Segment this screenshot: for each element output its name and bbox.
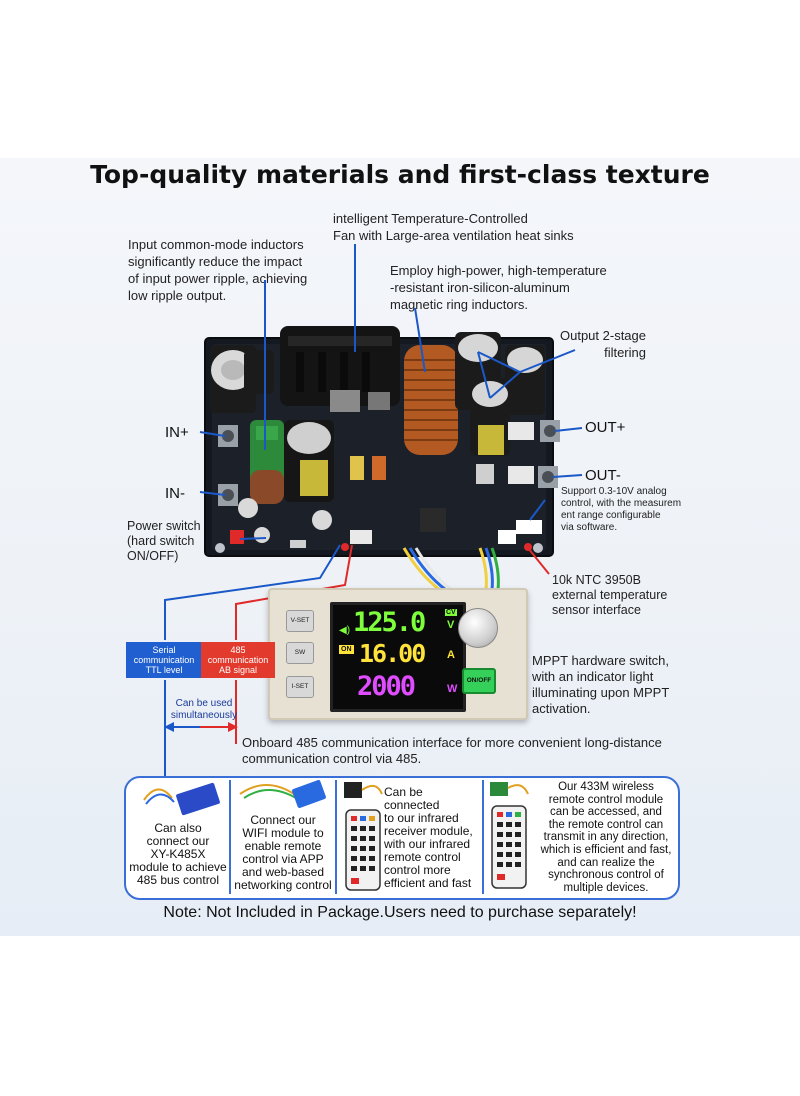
common-mode-inductor: [250, 420, 284, 504]
divider-1: [229, 780, 231, 894]
feature-ir-text: Can be connected to our infrared receive…: [384, 785, 473, 890]
inductor-callout: Input common-mode inductors significantl…: [128, 237, 308, 303]
ring-inductor-callout: Employ high-power, high-temperature -res…: [390, 263, 607, 312]
serial-ttl-badge: Serial communication TTL level: [126, 642, 202, 678]
cv-indicator: CV: [445, 609, 457, 616]
vset-button[interactable]: V-SET: [286, 610, 314, 632]
out-minus-label: OUT-: [585, 467, 621, 484]
footer-note: Note: Not Included in Package.Users need…: [163, 904, 637, 921]
page-title: Top-quality materials and first-class te…: [90, 160, 710, 189]
power-readout: 2000: [357, 671, 416, 702]
voltage-readout: 125.0: [353, 607, 426, 638]
voltage-unit: V: [447, 619, 455, 631]
terminal-blocks: [218, 420, 560, 506]
wireless-remote-icon: [490, 782, 529, 889]
on-indicator: ON: [339, 645, 354, 654]
controller-unit: V-SET SW I-SET ◀) ON 125.0 CV V 16.00 A …: [268, 588, 528, 720]
ir-remote-icon: [344, 782, 383, 891]
board-components: [230, 456, 542, 548]
ntc-port-marker: [524, 543, 532, 551]
divider-3: [482, 780, 484, 894]
in-minus-label: IN-: [165, 485, 185, 502]
ribbon-cable: [402, 547, 500, 592]
ntc-callout: 10k NTC 3950B external temperature senso…: [552, 573, 668, 617]
wifi-module-icon: [239, 780, 326, 808]
fan-callout: intelligent Temperature-Controlled Fan w…: [333, 211, 574, 243]
sw-button[interactable]: SW: [286, 642, 314, 664]
iset-button[interactable]: I-SET: [286, 676, 314, 698]
onboard-485-callout: Onboard 485 communication interface for …: [242, 735, 662, 766]
divider-2: [335, 780, 337, 894]
output-capacitors: [455, 332, 545, 456]
rs485-module-icon: [143, 782, 220, 816]
speaker-icon: ◀): [339, 625, 351, 636]
analog-callout: Support 0.3-10V analog control, with the…: [561, 486, 682, 533]
rs485-badge: 485 communication AB signal: [201, 642, 275, 678]
current-unit: A: [447, 649, 455, 661]
input-capacitors: [210, 345, 334, 502]
lcd-screen: ◀) ON 125.0 CV V 16.00 A 2000 W: [330, 602, 466, 712]
power-unit: W: [447, 683, 458, 695]
mppt-callout: MPPT hardware switch, with an indicator …: [532, 653, 670, 716]
feature-485-text: Can also connect our XY-K485X module to …: [129, 821, 227, 887]
rotary-knob[interactable]: [458, 608, 498, 648]
current-readout: 16.00: [359, 639, 426, 668]
out-plus-label: OUT+: [585, 419, 626, 436]
in-plus-label: IN+: [165, 424, 189, 441]
feature-433m-text: Our 433M wireless remote control module …: [540, 781, 672, 894]
filter-callout: Output 2-stage filtering: [560, 328, 646, 360]
power-switch-callout: Power switch (hard switch ON/OFF): [127, 519, 201, 563]
simultaneous-label: Can be used simultaneously: [170, 698, 238, 721]
ring-inductor: [404, 345, 458, 455]
serial-port-marker: [341, 543, 349, 551]
feature-wifi-text: Connect our WIFI module to enable remote…: [234, 813, 332, 892]
simultaneous-arrow: [164, 722, 238, 732]
fan-heatsink: [280, 326, 400, 412]
onoff-button[interactable]: ON/OFF: [462, 668, 496, 694]
leader-lines-blue: [164, 244, 583, 776]
